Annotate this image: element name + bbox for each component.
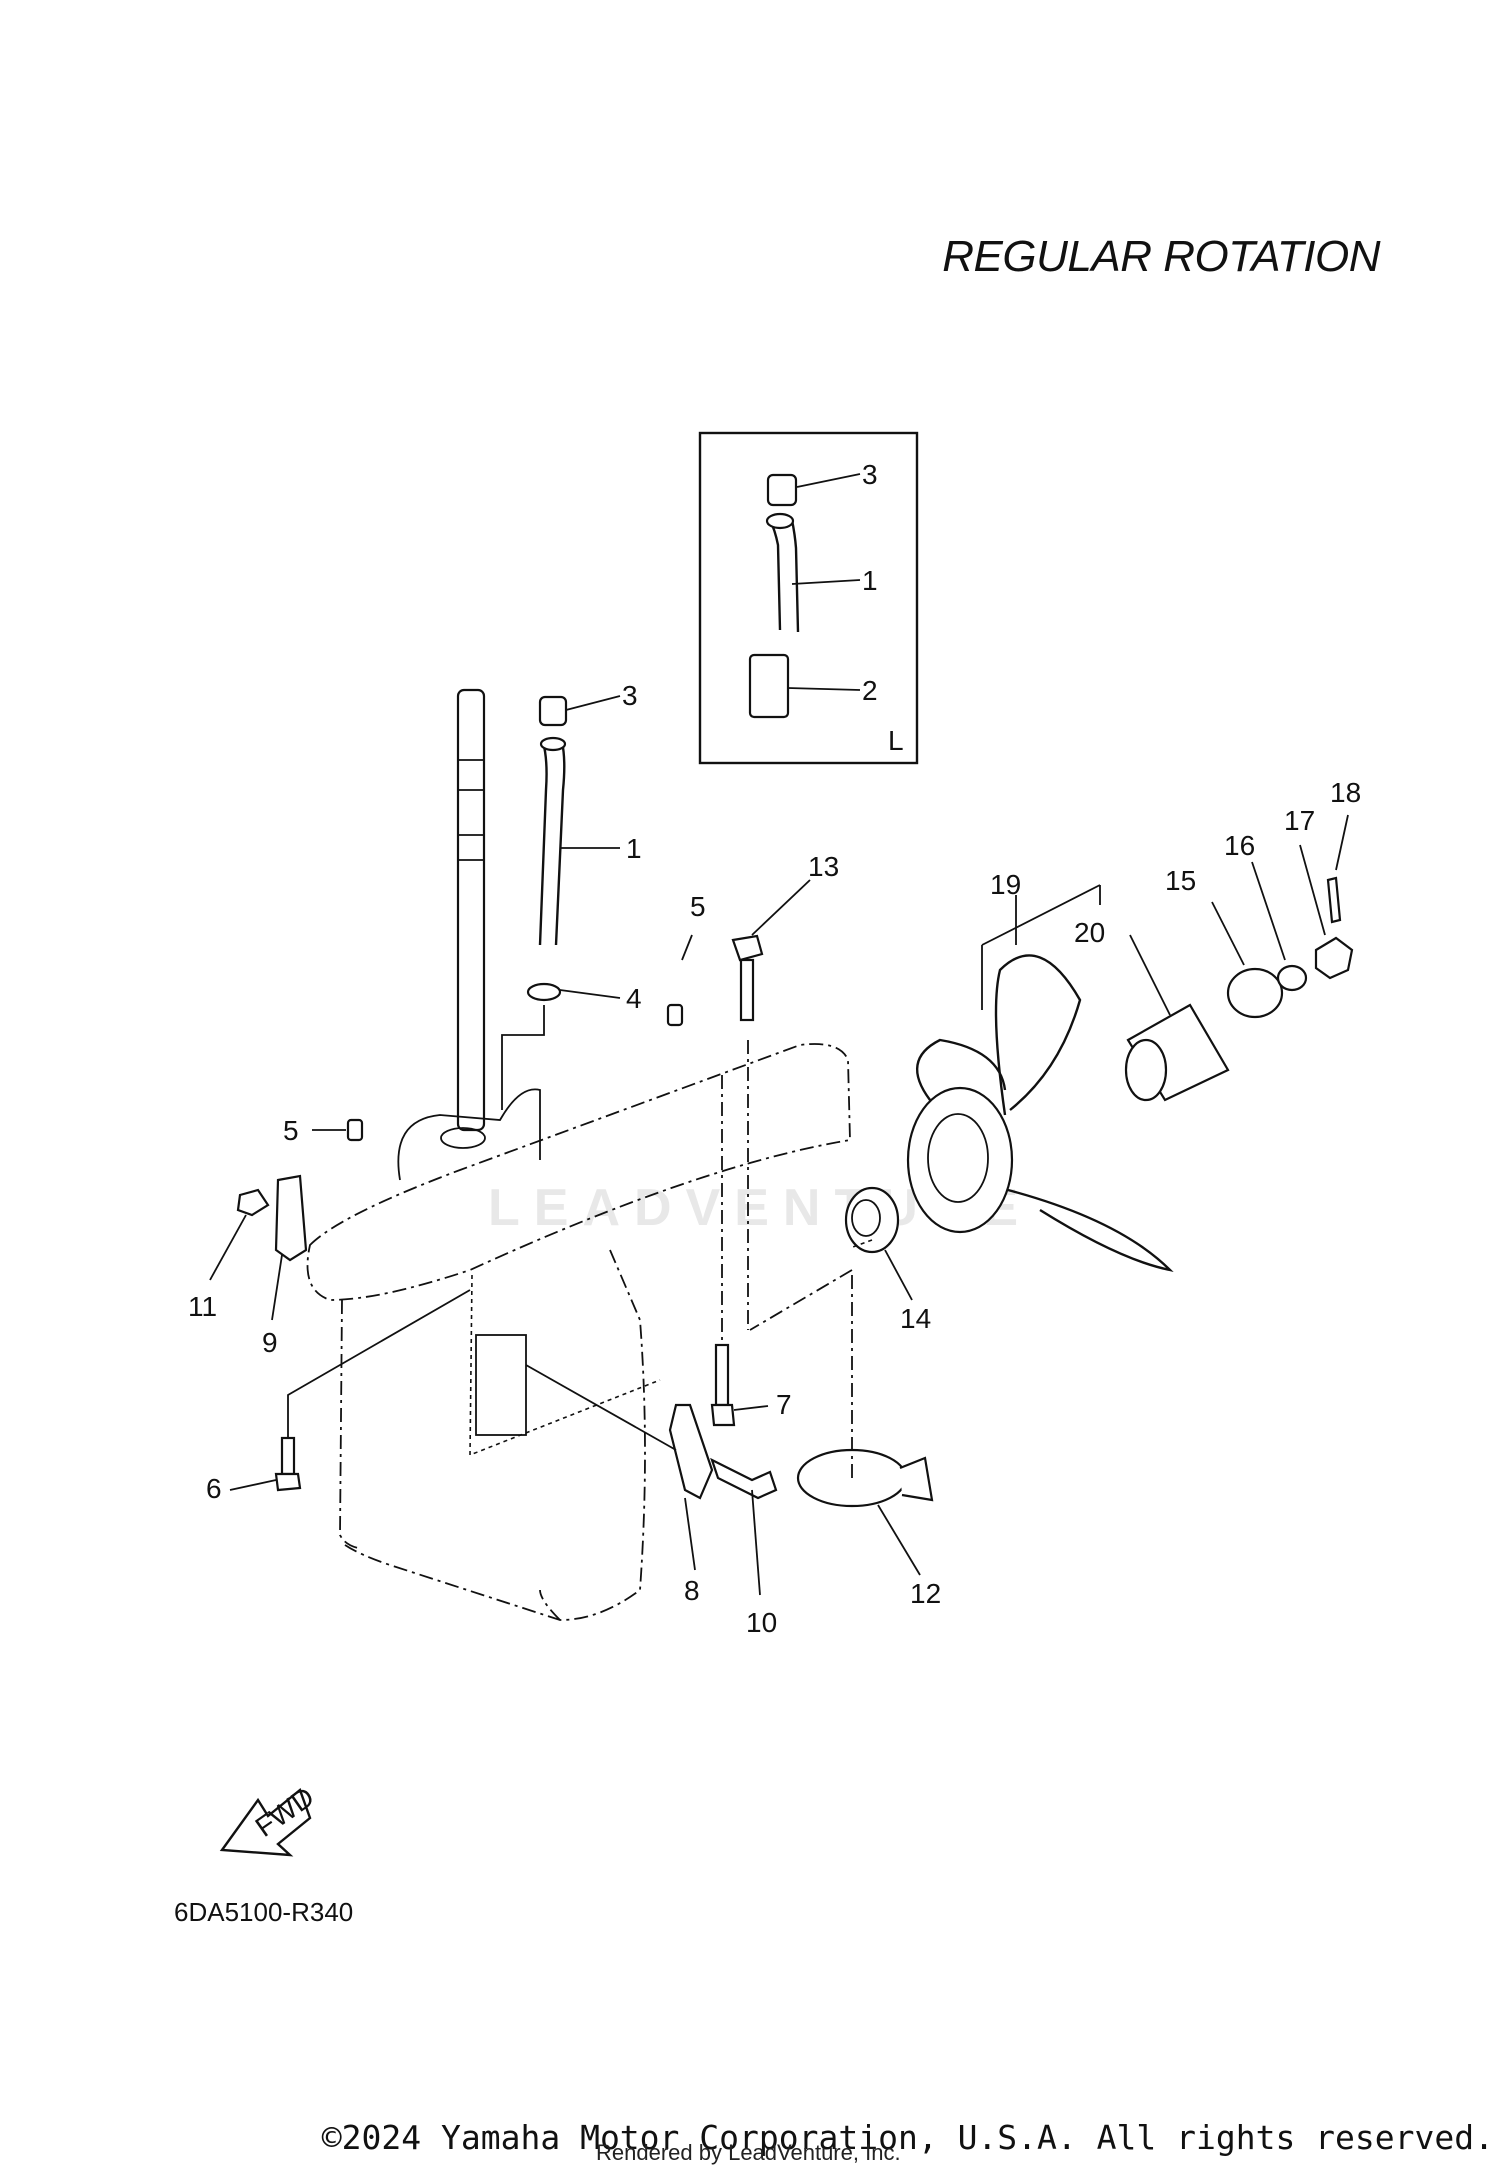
callout-1: 1 (626, 833, 642, 864)
inset-label: L (888, 725, 904, 756)
drive-shaft (456, 688, 486, 1132)
callout-5: 5 (690, 891, 706, 922)
inset-callout-3: 3 (862, 459, 878, 490)
inset-callout-2: 2 (862, 675, 878, 706)
copyright-notice: ©2024 Yamaha Motor Corporation, U.S.A. A… (321, 2118, 1494, 2157)
bolt-13 (731, 879, 811, 1330)
nut-11 (236, 1188, 270, 1217)
callout-8: 8 (684, 1575, 700, 1606)
callout-12: 12 (910, 1578, 941, 1609)
cotter-pin-18 (1326, 876, 1342, 924)
inset-callout-1: 1 (862, 565, 878, 596)
callout-3: 3 (622, 680, 638, 711)
callout-9: 9 (262, 1327, 278, 1358)
callout-13: 13 (808, 851, 839, 882)
dowel-pin (666, 1003, 684, 1027)
callout-17: 17 (1284, 805, 1315, 836)
callout-5b: 5 (283, 1115, 299, 1146)
anode-8 (668, 1403, 714, 1500)
washer-16 (1276, 964, 1308, 992)
dowel-pin (346, 1118, 364, 1142)
callout-19: 19 (990, 869, 1021, 900)
callout-10: 10 (746, 1607, 777, 1638)
fwd-arrow: FWD (219, 1781, 320, 1857)
bolt-10 (710, 1457, 778, 1500)
washer-15 (1226, 967, 1284, 1019)
thrust-washer-14 (844, 1186, 913, 1301)
spacer-20 (1124, 934, 1230, 1102)
bolt-6 (229, 1289, 471, 1492)
part-code: 6DA5100-R340 (174, 1897, 354, 1927)
anode-9 (274, 1174, 308, 1262)
callout-7: 7 (776, 1389, 792, 1420)
callout-16: 16 (1224, 830, 1255, 861)
callout-6: 6 (206, 1473, 222, 1504)
trim-tab-12 (749, 1269, 934, 1576)
propeller-19 (906, 884, 1174, 1272)
diagram-title: REGULAR ROTATION (942, 232, 1380, 281)
callout-11: 11 (188, 1291, 217, 1322)
lower-casing (306, 1043, 851, 1621)
bolt-7 (710, 1075, 769, 1427)
inset-box: 3 1 2 L (698, 431, 919, 765)
callout-18: 18 (1330, 777, 1361, 808)
callout-14: 14 (900, 1303, 931, 1334)
nut-17 (1314, 936, 1354, 980)
callout-15: 15 (1165, 865, 1196, 896)
callout-4: 4 (626, 983, 642, 1014)
fwd-label: FWD (250, 1781, 320, 1843)
water-tube (501, 695, 621, 1110)
callout-20: 20 (1074, 917, 1105, 948)
rendered-by-note: Rendered by LeadVenture, Inc. (596, 2140, 901, 2165)
